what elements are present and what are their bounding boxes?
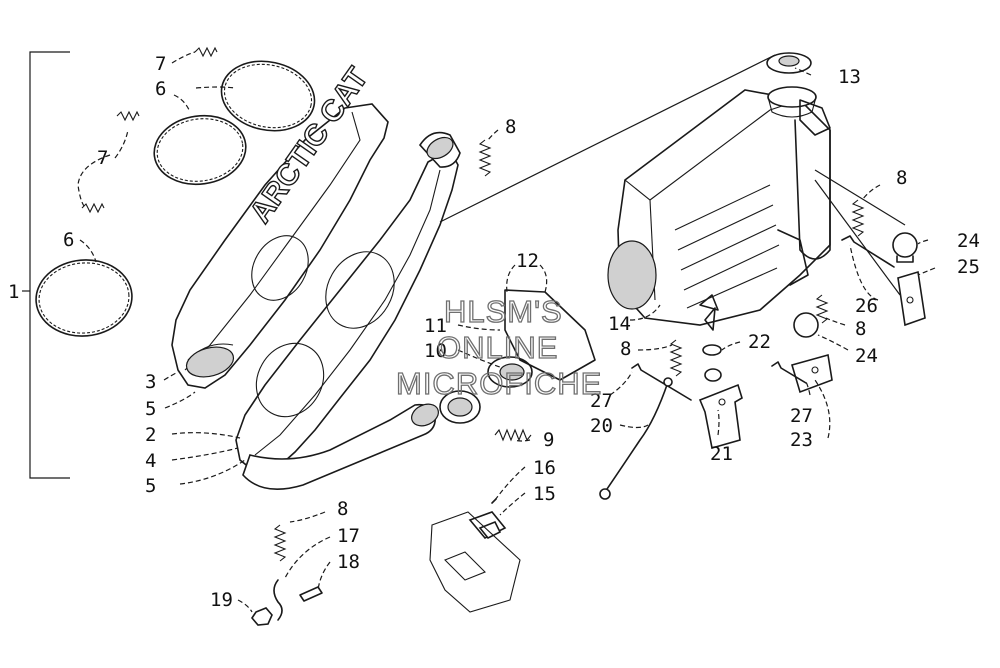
assembly-bracket: [22, 51, 70, 479]
callout-5-upper: 5: [145, 398, 156, 420]
callout-8-muffler: 8: [896, 167, 907, 189]
spring-8-bottom: [273, 524, 287, 562]
leader-lines: [77, 51, 936, 613]
bolt-18: [299, 586, 323, 602]
callout-7-upper: 7: [155, 53, 166, 75]
bracket-21: [698, 383, 743, 450]
alignment-line-right: [814, 169, 906, 226]
ground-strap-20: [599, 377, 673, 500]
spring-7-upper: [194, 46, 218, 58]
mount-block-15: [468, 511, 507, 540]
callout-21: 21: [710, 443, 733, 465]
bolt-27-left: [631, 363, 692, 401]
bolt-27-right: [771, 361, 807, 384]
muffler-canister: [607, 86, 831, 326]
spring-8-top: [478, 139, 492, 177]
clip-17: [273, 579, 283, 621]
callout-20: 20: [590, 415, 613, 437]
clamp-ring-6-middle: [153, 114, 247, 186]
callout-5-lower: 5: [145, 475, 156, 497]
callout-3: 3: [145, 371, 156, 393]
callout-6-upper: 6: [155, 78, 166, 100]
rubber-mount-24-upper: [892, 232, 918, 263]
grommet-13: [766, 52, 812, 74]
callout-8-top: 8: [505, 116, 516, 138]
grommet-10: [439, 390, 481, 424]
callout-27-right: 27: [790, 405, 813, 427]
watermark-line-2: ONLINE: [437, 330, 558, 365]
callout-6-lower: 6: [63, 229, 74, 251]
callout-13: 13: [838, 66, 861, 88]
spring-8-right-mid: [815, 294, 829, 324]
callout-4: 4: [145, 450, 156, 472]
exhaust-pipe: [235, 131, 461, 491]
spring-9: [494, 428, 532, 442]
callout-14: 14: [608, 313, 631, 335]
spring-8-muffler: [851, 199, 865, 237]
callout-22: 22: [748, 331, 771, 353]
callout-1: 1: [8, 281, 19, 303]
callout-11: 11: [424, 315, 447, 337]
callout-12: 12: [516, 250, 539, 272]
alignment-line: [439, 54, 776, 223]
clamp-ring-6-lower: [35, 259, 133, 337]
callout-9: 9: [543, 429, 554, 451]
callout-17: 17: [337, 525, 360, 547]
callout-labels: 1 2 3 4 5 5 6 6 7 7 8 8 8 8 8 9 10 11 12…: [8, 53, 980, 611]
watermark: HLSM'S ONLINE MICROFICHE: [395, 293, 602, 401]
callout-19: 19: [210, 589, 233, 611]
spring-7-middle: [116, 110, 140, 122]
callout-25: 25: [957, 256, 980, 278]
callout-18: 18: [337, 551, 360, 573]
callout-8-center: 8: [620, 338, 631, 360]
bolt-26: [841, 235, 895, 268]
callout-8-right: 8: [855, 318, 866, 340]
callout-15: 15: [533, 483, 556, 505]
callout-26: 26: [855, 295, 878, 317]
clamp-ring-6-upper: [220, 60, 316, 132]
callout-16: 16: [533, 457, 556, 479]
rubber-mount-24-lower: [793, 312, 819, 338]
callout-2: 2: [145, 424, 156, 446]
callout-10: 10: [424, 340, 447, 362]
callout-7-middle: 7: [97, 147, 108, 169]
callout-8-bottom: 8: [337, 498, 348, 520]
washer-22: [702, 307, 722, 382]
bracket-23: [791, 353, 833, 394]
callout-27-left: 27: [590, 390, 613, 412]
bracket-25: [897, 270, 926, 327]
spring-8-center: [669, 339, 683, 377]
mounting-plate: [429, 511, 521, 613]
callout-24-lower: 24: [855, 345, 878, 367]
watermark-line-3: MICROFICHE: [396, 366, 602, 401]
grommet-11: [487, 289, 596, 388]
callout-24-upper: 24: [957, 230, 980, 252]
callout-23: 23: [790, 429, 813, 451]
alignment-line-right-2: [814, 179, 901, 296]
watermark-line-1: HLSM'S: [444, 294, 563, 329]
nut-19: [250, 607, 273, 626]
spring-7-lower: [81, 202, 105, 214]
